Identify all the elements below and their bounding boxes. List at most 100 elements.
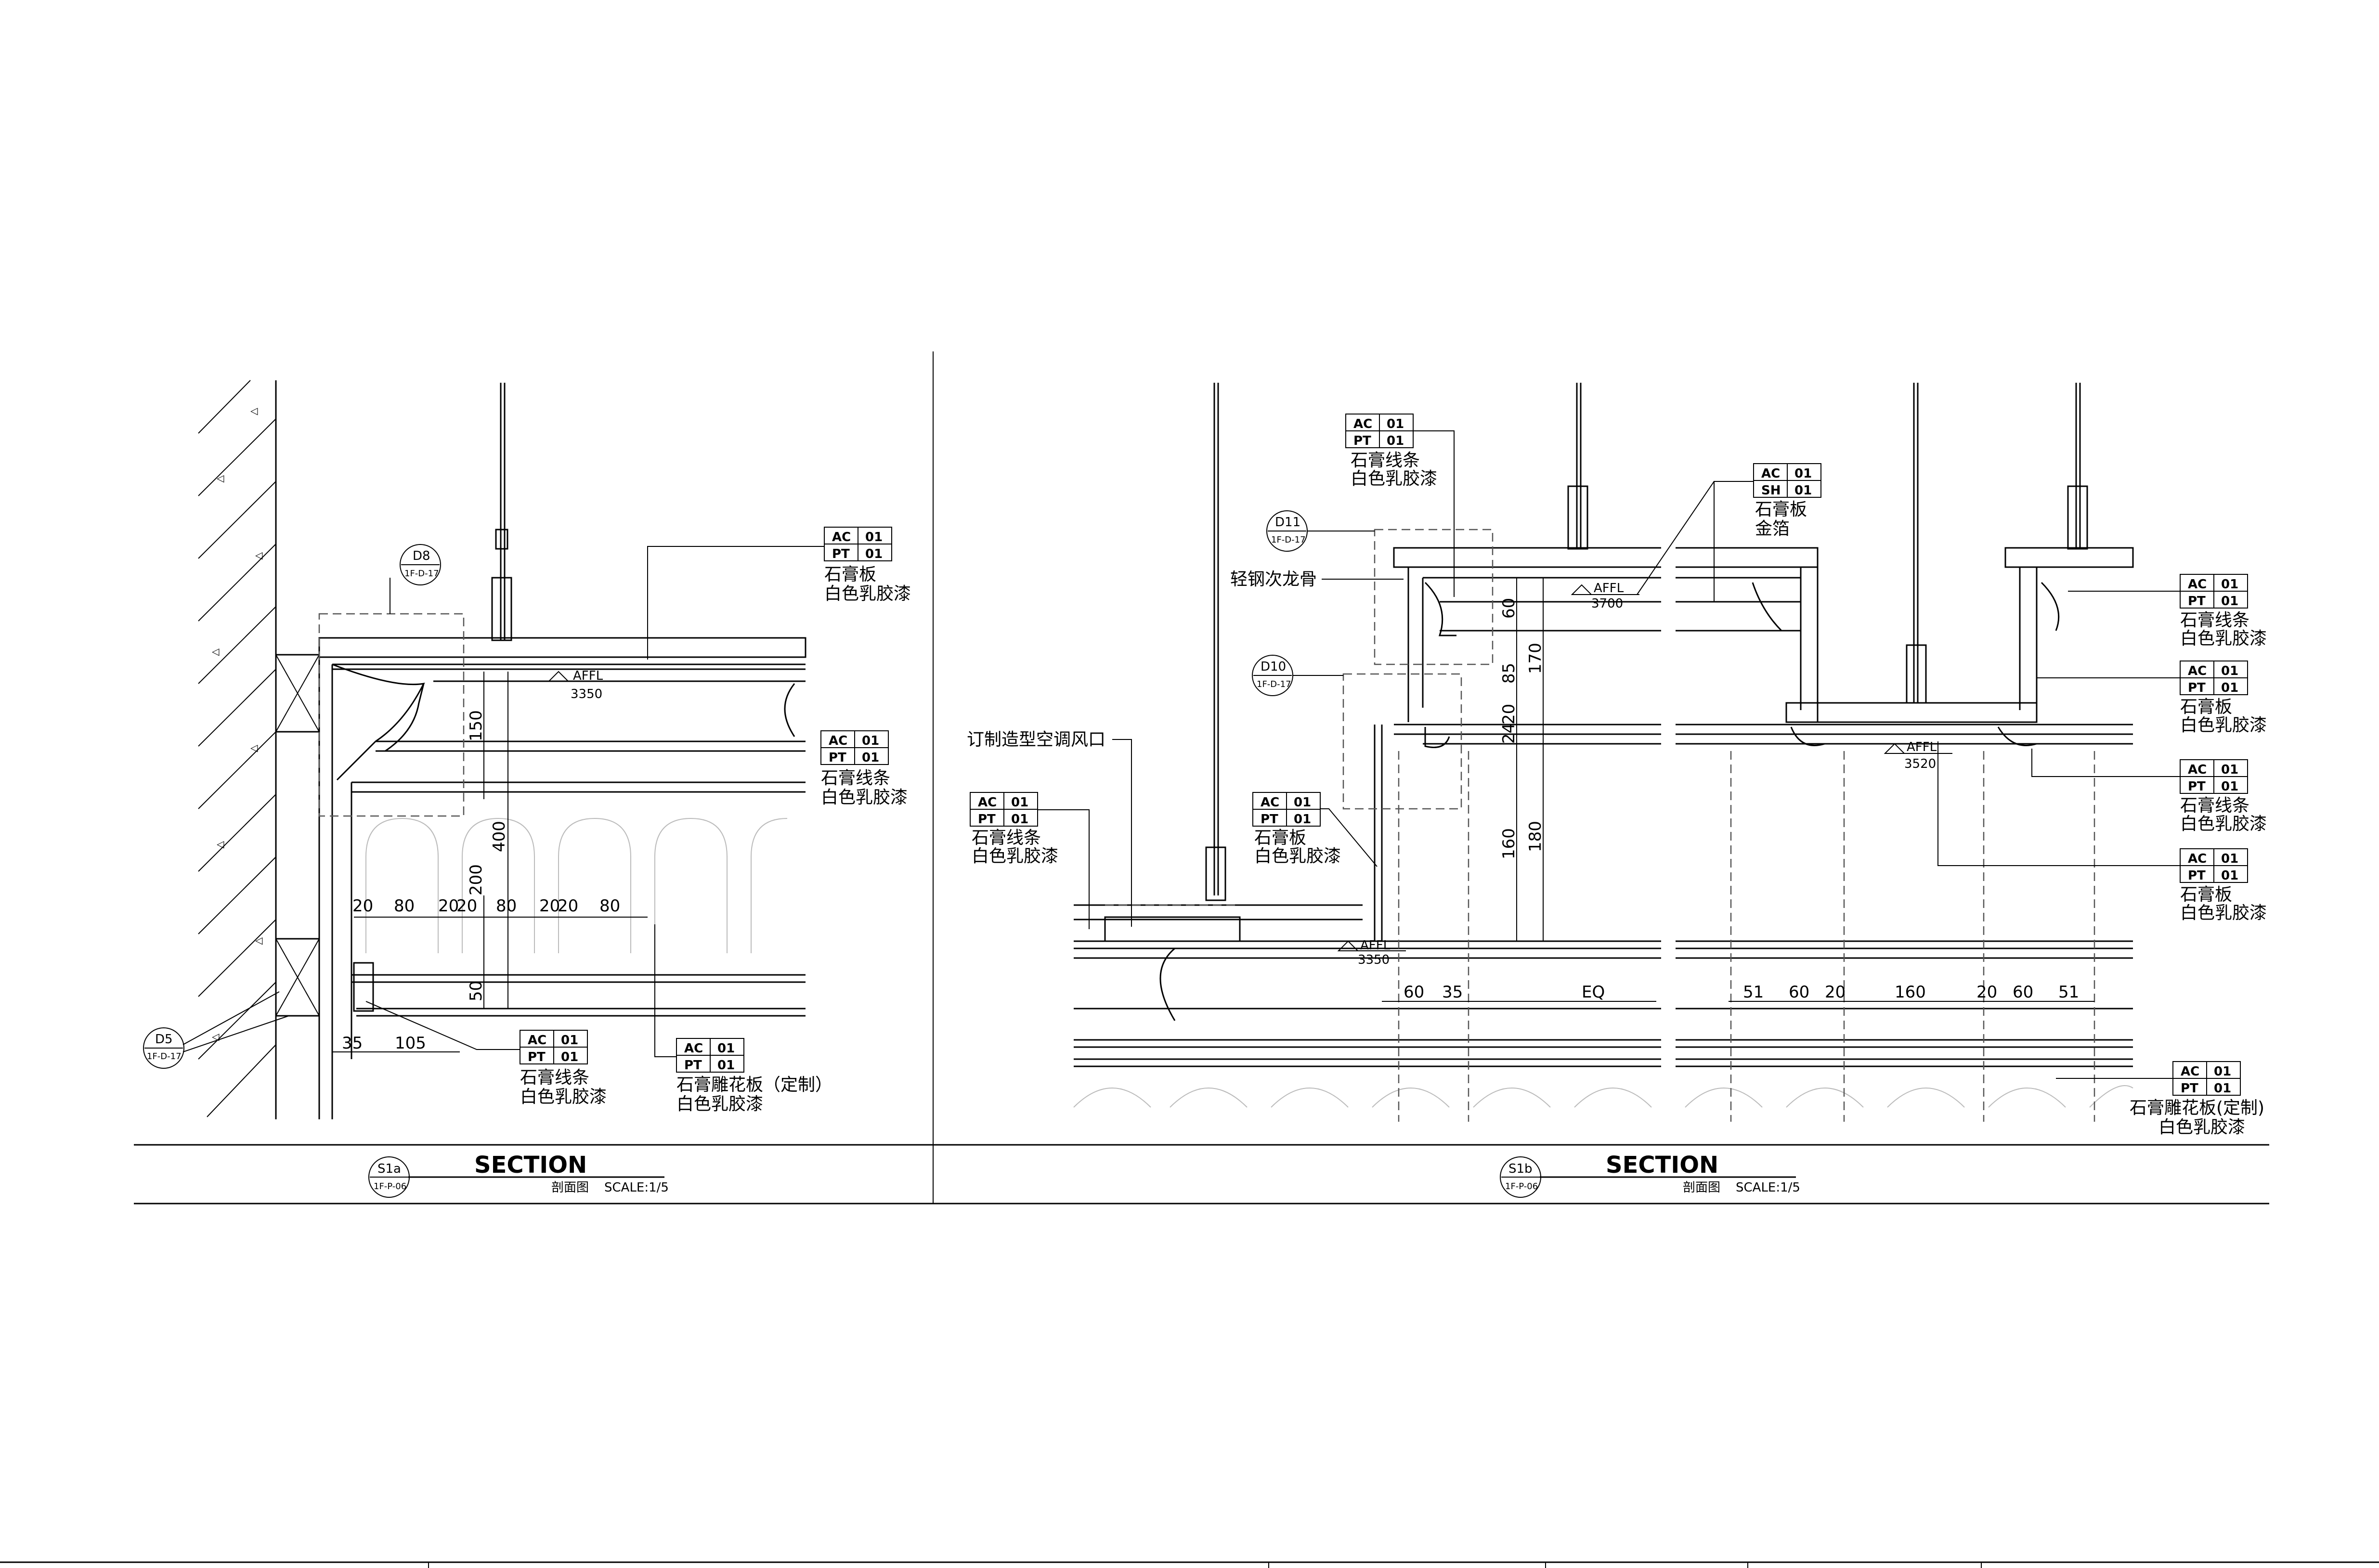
dim-h-35: 35 [1442, 983, 1463, 1002]
section-bubble-ref: 1F-P-06 [1505, 1181, 1538, 1192]
svg-text:AFFL: AFFL [1907, 740, 1937, 754]
svg-text:白色乳胶漆: 白色乳胶漆 [821, 788, 908, 807]
svg-text:石膏板: 石膏板 [824, 565, 876, 584]
note-right-9: AC 01 PT 01 石膏雕花板(定制) 白色乳胶漆 [2056, 1061, 2264, 1137]
section-title: SECTION [1606, 1152, 1718, 1179]
svg-text:石膏线条: 石膏线条 [520, 1068, 589, 1088]
svg-text:01: 01 [1387, 434, 1404, 448]
dim-h-20: 20 [352, 896, 373, 916]
dim-h-20: 20 [1825, 983, 1846, 1002]
svg-text:PT: PT [829, 751, 846, 765]
svg-text:01: 01 [717, 1041, 735, 1056]
dim-h-80: 80 [394, 896, 415, 916]
note-left-gypsum-moulding-1: AC 01 PT 01 石膏线条 白色乳胶漆 [820, 730, 908, 807]
svg-text:白色乳胶漆: 白色乳胶漆 [2180, 903, 2267, 923]
svg-text:1F-D-17: 1F-D-17 [1271, 535, 1306, 545]
svg-text:3700: 3700 [1591, 596, 1623, 611]
svg-text:PT: PT [2188, 868, 2206, 883]
svg-text:PT: PT [2188, 594, 2206, 609]
dim-150: 150 [467, 710, 486, 741]
svg-text:AC: AC [1353, 417, 1372, 431]
svg-text:AC: AC [832, 530, 851, 544]
dim-h-20: 20 [1976, 983, 1997, 1002]
section-scale: SCALE:1/5 [604, 1180, 669, 1195]
dim-h-20: 20 [456, 896, 477, 916]
section-scale: SCALE:1/5 [1736, 1180, 1800, 1195]
svg-text:3350: 3350 [1358, 953, 1390, 967]
dim-h-20: 20 [558, 896, 578, 916]
svg-text:白色乳胶漆: 白色乳胶漆 [2180, 715, 2267, 735]
svg-text:◁: ◁ [211, 1031, 220, 1042]
left-horizontal-dimensions: 20 80 20 20 80 20 20 80 35 105 [332, 896, 648, 1053]
level-marker-3350-right: AFFL 3350 [1337, 938, 1406, 967]
svg-text:01: 01 [2221, 681, 2238, 695]
dim-h-51: 51 [2058, 983, 2079, 1002]
svg-text:01: 01 [1794, 483, 1812, 498]
svg-text:01: 01 [1294, 795, 1311, 810]
concrete-wall: ◁ ◁ ◁ ◁ ◁ ◁ ◁ ◁ [198, 380, 277, 1119]
dim-400: 400 [490, 821, 509, 852]
dim-h-60: 60 [1404, 983, 1424, 1002]
dim-170: 170 [1526, 643, 1545, 674]
dim-h-51: 51 [1743, 983, 1764, 1002]
dim-20: 20 [1499, 704, 1519, 725]
note-right-8: AC 01 PT 01 石膏板 白色乳胶漆 [1937, 741, 2267, 923]
svg-text:石膏板: 石膏板 [1254, 828, 1306, 848]
section-subtitle: 剖面图 [551, 1180, 589, 1195]
svg-text:D8: D8 [413, 549, 430, 563]
svg-text:01: 01 [561, 1033, 578, 1048]
svg-text:D10: D10 [1261, 660, 1286, 674]
detail-tag-d8[interactable]: D8 1F-D-17 [390, 544, 441, 614]
svg-text:01: 01 [865, 547, 883, 561]
dim-180: 180 [1526, 821, 1545, 852]
dim-h-105: 105 [395, 1034, 426, 1053]
svg-text:01: 01 [865, 530, 883, 544]
svg-text:PT: PT [1353, 434, 1371, 448]
section-bubble-id: S1b [1508, 1162, 1533, 1176]
svg-text:◁: ◁ [216, 472, 224, 484]
svg-text:石膏线条: 石膏线条 [972, 828, 1041, 848]
dim-h-60: 60 [1789, 983, 1809, 1002]
title-block-left: S1a 1F-P-06 SECTION 剖面图 SCALE:1/5 [368, 1152, 669, 1198]
dim-h-20: 20 [438, 896, 459, 916]
svg-text:白色乳胶漆: 白色乳胶漆 [972, 846, 1058, 866]
detail-tag-d11[interactable]: D11 1F-D-17 [1266, 510, 1375, 552]
detail-tag-d10[interactable]: D10 1F-D-17 [1252, 655, 1343, 696]
dim-160: 160 [1499, 828, 1519, 859]
svg-text:01: 01 [561, 1050, 578, 1064]
detail-tag-d5[interactable]: D5 1F-D-17 [143, 991, 289, 1069]
svg-text:AFFL: AFFL [1594, 581, 1624, 596]
dim-h-160: 160 [1895, 983, 1926, 1002]
section-left: ◁ ◁ ◁ ◁ ◁ ◁ ◁ ◁ [143, 380, 911, 1198]
section-bubble-ref: 1F-P-06 [374, 1181, 406, 1192]
carved-panel-arches-right [1073, 1085, 2133, 1108]
svg-text:石膏线条: 石膏线条 [2180, 796, 2249, 816]
svg-text:白色乳胶漆: 白色乳胶漆 [1351, 469, 1437, 489]
svg-text:AC: AC [2188, 852, 2207, 866]
svg-text:石膏雕花板(定制): 石膏雕花板(定制) [2130, 1098, 2264, 1118]
title-block-right: S1b 1F-P-06 SECTION 剖面图 SCALE:1/5 [1500, 1152, 1800, 1198]
dim-50: 50 [467, 981, 486, 1001]
dim-85: 85 [1499, 663, 1519, 684]
svg-text:01: 01 [2221, 577, 2238, 592]
dim-h-60: 60 [2013, 983, 2033, 1002]
svg-text:AC: AC [2188, 763, 2207, 777]
svg-text:01: 01 [862, 751, 879, 765]
svg-text:01: 01 [1011, 795, 1028, 810]
level-marker-3350: AFFL 3350 [547, 669, 616, 701]
note-left-gypsum-moulding-2: AC 01 PT 01 石膏线条 白色乳胶漆 [365, 1001, 607, 1107]
svg-text:01: 01 [2221, 594, 2238, 609]
svg-text:PT: PT [2181, 1081, 2198, 1096]
note-right-1: AC 01 PT 01 石膏线条 白色乳胶漆 [1345, 414, 1455, 597]
svg-text:石膏板: 石膏板 [2180, 885, 2232, 905]
svg-text:◁: ◁ [255, 934, 263, 946]
svg-text:石膏线条: 石膏线条 [1351, 451, 1420, 470]
svg-text:AC: AC [2188, 664, 2207, 678]
svg-text:PT: PT [2188, 779, 2206, 794]
svg-text:PT: PT [528, 1050, 546, 1064]
svg-text:轻钢次龙骨: 轻钢次龙骨 [1230, 570, 1317, 589]
svg-text:01: 01 [717, 1058, 735, 1073]
note-left-carved-panel: AC 01 PT 01 石膏雕花板（定制） 白色乳胶漆 [654, 924, 832, 1114]
svg-text:01: 01 [862, 734, 879, 748]
